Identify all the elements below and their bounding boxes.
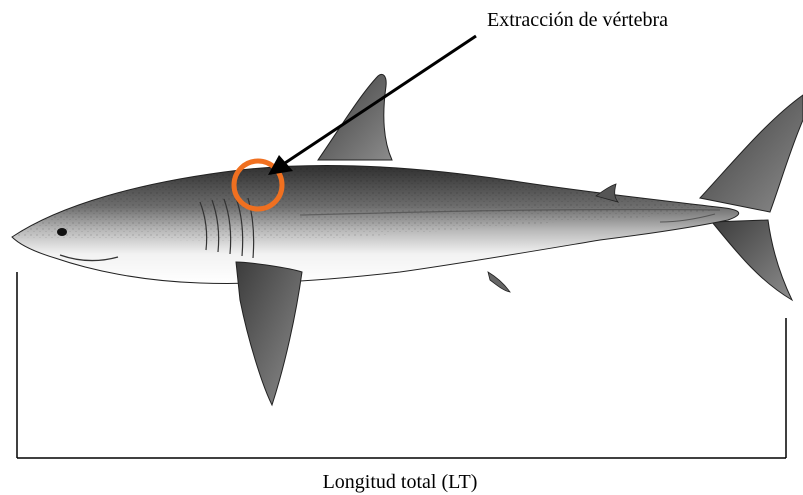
vertebra-extraction-label: Extracción de vértebra [487, 9, 668, 31]
total-length-bracket [17, 272, 786, 458]
pelvic-fin [488, 272, 510, 292]
pectoral-fin [236, 262, 302, 405]
total-length-label: Longitud total (LT) [323, 471, 478, 493]
caudal-fin-upper [700, 95, 803, 212]
shark-eye [57, 228, 67, 236]
shark-illustration [12, 74, 803, 405]
caudal-fin-lower [712, 220, 792, 300]
